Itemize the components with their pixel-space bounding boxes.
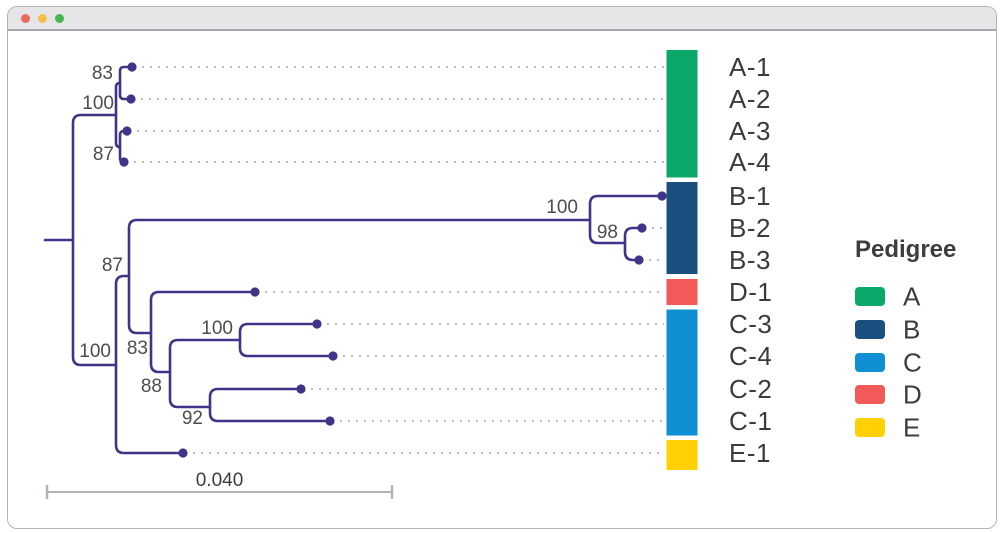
legend-title: Pedigree (855, 236, 956, 263)
legend-label-A: A (903, 282, 921, 312)
branch-path-0 (71, 113, 118, 367)
support-label-6: 88 (141, 376, 162, 397)
tip-dot-D-1 (250, 287, 260, 297)
tip-dot-C-4 (328, 351, 338, 361)
tip-label-E-1: E-1 (729, 438, 771, 468)
tip-label-B-2: B-2 (729, 213, 771, 243)
branch-path-8 (149, 290, 257, 374)
branch-path-9 (168, 338, 242, 409)
tip-dot-A-1 (127, 62, 137, 72)
branch-path-10 (238, 322, 335, 358)
support-label-10: 98 (597, 222, 618, 243)
legend-swatch-D (855, 385, 885, 404)
support-label-8: 92 (182, 408, 203, 429)
pedigree-block-B (666, 182, 698, 274)
tip-dot-E-1 (178, 448, 188, 458)
tip-label-C-4: C-4 (729, 341, 772, 371)
tip-label-A-2: A-2 (729, 84, 771, 114)
support-label-0: 83 (92, 63, 113, 84)
pedigree-block-E (666, 440, 698, 470)
close-button[interactable] (21, 13, 30, 23)
legend-label-D: D (903, 380, 922, 410)
tip-dot-B-3 (634, 255, 644, 265)
window-titlebar (8, 7, 996, 31)
pedigree-block-A (666, 50, 698, 178)
legend-swatch-E (855, 418, 885, 437)
tip-label-A-4: A-4 (729, 147, 771, 177)
tip-label-A-3: A-3 (729, 116, 771, 146)
minimize-button[interactable] (38, 13, 47, 23)
support-label-5: 83 (127, 338, 148, 359)
branch-path-6 (588, 194, 664, 245)
legend-swatch-B (855, 320, 885, 339)
tip-dot-A-4 (119, 157, 129, 167)
maximize-button[interactable] (55, 13, 64, 23)
tip-label-B-3: B-3 (729, 245, 771, 275)
support-label-3: 87 (102, 255, 123, 276)
support-label-1: 100 (82, 93, 114, 114)
support-label-9: 100 (546, 197, 578, 218)
branch-path-7 (623, 226, 644, 262)
branch-path-1 (114, 81, 122, 149)
tip-dot-B-2 (637, 223, 647, 233)
legend-label-B: B (903, 315, 920, 345)
branch-path-3 (118, 129, 129, 164)
legend-label-C: C (903, 348, 922, 378)
tip-label-B-1: B-1 (729, 181, 771, 211)
tip-label-C-3: C-3 (729, 309, 772, 339)
pedigree-block-D (666, 279, 698, 305)
branch-path-2 (118, 65, 134, 101)
tip-label-A-1: A-1 (729, 52, 771, 82)
branch-path-5 (127, 218, 592, 335)
legend-label-E: E (903, 413, 920, 443)
support-label-2: 87 (93, 144, 114, 165)
tip-label-C-2: C-2 (729, 374, 772, 404)
legend-swatch-A (855, 287, 885, 306)
app-window (7, 6, 997, 529)
tip-dot-C-2 (296, 384, 306, 394)
pedigree-block-C (666, 309, 698, 436)
tip-dot-A-2 (126, 94, 136, 104)
support-label-4: 100 (79, 341, 111, 362)
legend-swatch-C (855, 353, 885, 372)
tip-dot-C-1 (325, 416, 335, 426)
tip-dot-B-1 (657, 191, 667, 201)
tip-dot-C-3 (312, 319, 322, 329)
tip-label-C-1: C-1 (729, 406, 772, 436)
branch-path-11 (208, 387, 332, 423)
scalebar-label: 0.040 (196, 470, 244, 491)
support-label-7: 100 (201, 318, 233, 339)
tip-label-D-1: D-1 (729, 277, 772, 307)
tip-dot-A-3 (122, 126, 132, 136)
branch-path-4 (114, 274, 185, 455)
